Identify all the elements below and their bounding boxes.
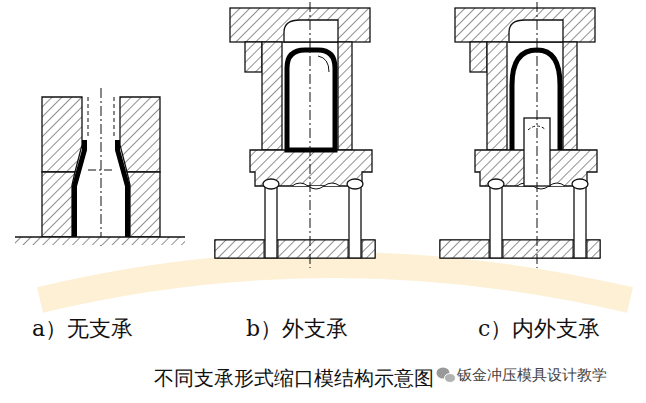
figure-label: b）外支承 [246,316,348,342]
figure-label: c）内外支承 [478,316,600,342]
figure-label: a）无支承 [32,316,133,342]
caption: 不同支承形式缩口模结构示意图 [154,366,434,390]
watermark: 钣金冲压模具设计教学 [457,366,607,384]
